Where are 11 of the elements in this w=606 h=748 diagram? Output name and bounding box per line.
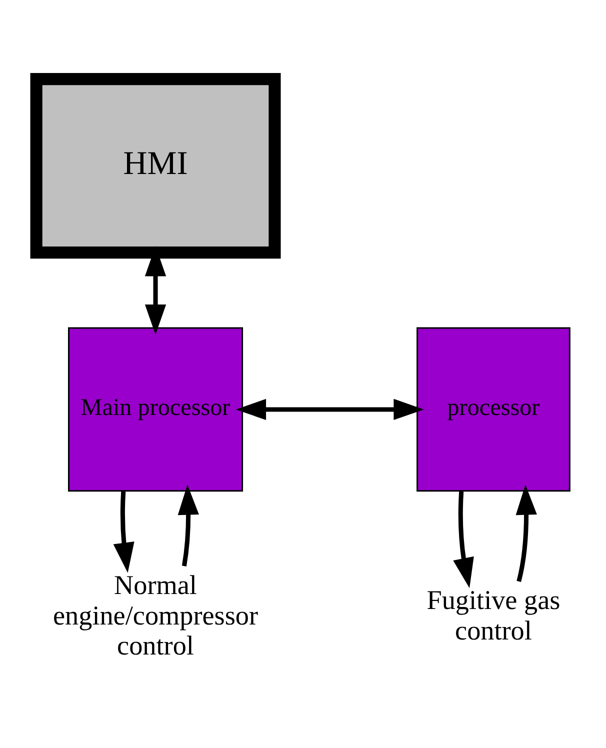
node-text: Normal engine/compressor control [53,570,258,660]
arrow [236,398,424,420]
arrow [113,491,134,573]
node-text: Fugitive gas control [426,585,560,646]
node-box: HMI [30,73,281,259]
arrow [144,246,166,335]
node-box: processor [416,327,570,492]
node-box: Main processor [68,327,244,492]
arrow [178,484,199,566]
arrow [516,484,537,582]
arrow [453,491,474,588]
